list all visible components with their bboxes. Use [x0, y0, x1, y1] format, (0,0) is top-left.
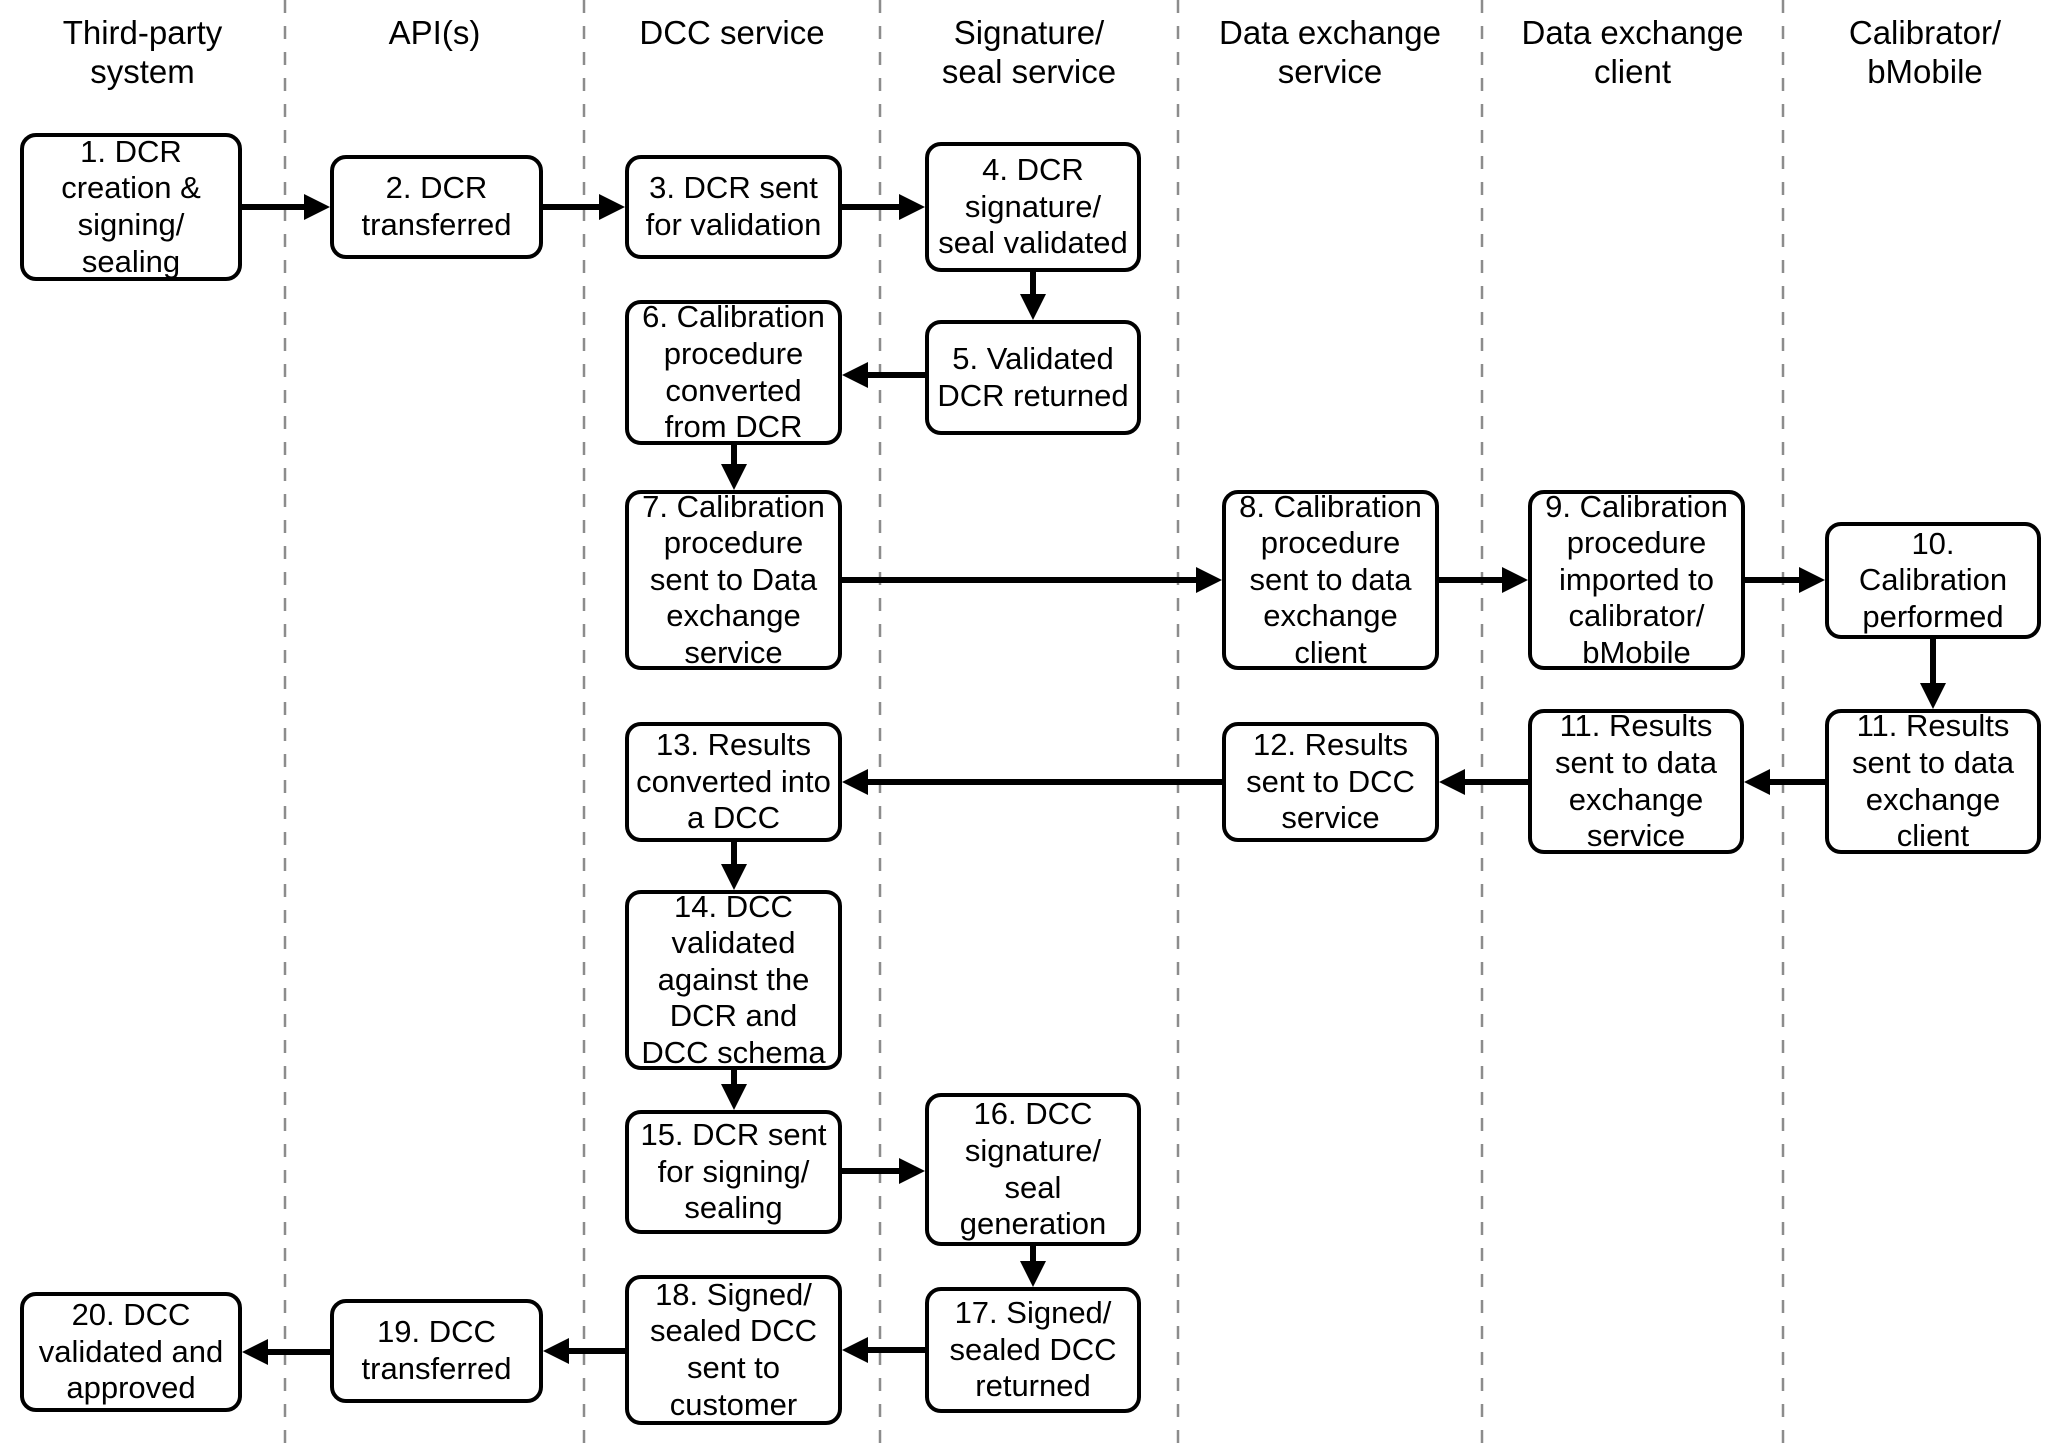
process-node-step-9[interactable]: 9. Calibration procedure imported to cal… [1528, 489, 1745, 670]
lane-header-data-exchange-client: Data exchange client [1521, 14, 1744, 90]
arrowhead-e16 [899, 1158, 925, 1184]
lane-header-signature-seal-service: Signature/ seal service [941, 14, 1117, 90]
arrowhead-e20 [242, 1339, 268, 1365]
lane-header-dcc-service: DCC service [639, 14, 825, 51]
arrowhead-e10 [1920, 683, 1946, 709]
arrowhead-e14 [721, 864, 747, 890]
arrowhead-e15 [721, 1084, 747, 1110]
arrowhead-e4 [1020, 294, 1046, 320]
process-node-step-20[interactable]: 20. DCC validated and approved [20, 1292, 242, 1412]
process-node-step-5[interactable]: 5. Validated DCR returned [925, 320, 1141, 435]
lane-header-third-party-system: Third-party system [62, 14, 223, 90]
arrowhead-e2 [599, 194, 625, 220]
process-node-step-18[interactable]: 18. Signed/ sealed DCC sent to customer [625, 1275, 842, 1425]
arrowhead-e18 [842, 1337, 868, 1363]
process-node-step-13[interactable]: 13. Results converted into a DCC [625, 722, 842, 842]
process-node-step-6[interactable]: 6. Calibration procedure converted from … [625, 299, 842, 445]
arrowhead-e12 [1439, 769, 1465, 795]
process-node-step-19[interactable]: 19. DCC transferred [330, 1299, 543, 1403]
arrowhead-e13 [842, 769, 868, 795]
arrowhead-e3 [899, 194, 925, 220]
process-node-step-14[interactable]: 14. DCC validated against the DCR and DC… [625, 889, 842, 1070]
arrowhead-e11 [1744, 769, 1770, 795]
arrowhead-e1 [304, 194, 330, 220]
process-node-step-7[interactable]: 7. Calibration procedure sent to Data ex… [625, 489, 842, 670]
arrowhead-e19 [543, 1338, 569, 1364]
process-node-step-10[interactable]: 10. Calibration performed [1825, 522, 2041, 639]
process-node-step-8[interactable]: 8. Calibration procedure sent to data ex… [1222, 489, 1439, 670]
process-node-step-2[interactable]: 2. DCR transferred [330, 155, 543, 259]
process-node-step-16[interactable]: 16. DCC signature/ seal generation [925, 1093, 1141, 1246]
process-node-step-11b[interactable]: 11. Results sent to data exchange servic… [1528, 708, 1744, 854]
process-node-step-11a[interactable]: 11. Results sent to data exchange client [1825, 708, 2041, 854]
arrowhead-e7 [1196, 567, 1222, 593]
arrowhead-e17 [1020, 1261, 1046, 1287]
arrowhead-e9 [1799, 567, 1825, 593]
arrowhead-e6 [721, 464, 747, 490]
lane-header-calibrator-bmobile: Calibrator/ bMobile [1848, 14, 2002, 90]
process-node-step-3[interactable]: 3. DCR sent for validation [625, 155, 842, 259]
process-node-step-1[interactable]: 1. DCR creation & signing/ sealing [20, 133, 242, 281]
process-node-step-12[interactable]: 12. Results sent to DCC service [1222, 722, 1439, 842]
process-node-step-17[interactable]: 17. Signed/ sealed DCC returned [925, 1287, 1141, 1413]
lane-header-apis: API(s) [388, 14, 481, 51]
process-node-step-15[interactable]: 15. DCR sent for signing/ sealing [625, 1110, 842, 1234]
lane-header-data-exchange-service: Data exchange service [1219, 14, 1441, 90]
arrowhead-e5 [842, 362, 868, 388]
process-node-step-4[interactable]: 4. DCR signature/ seal validated [925, 142, 1141, 272]
arrowhead-e8 [1502, 567, 1528, 593]
